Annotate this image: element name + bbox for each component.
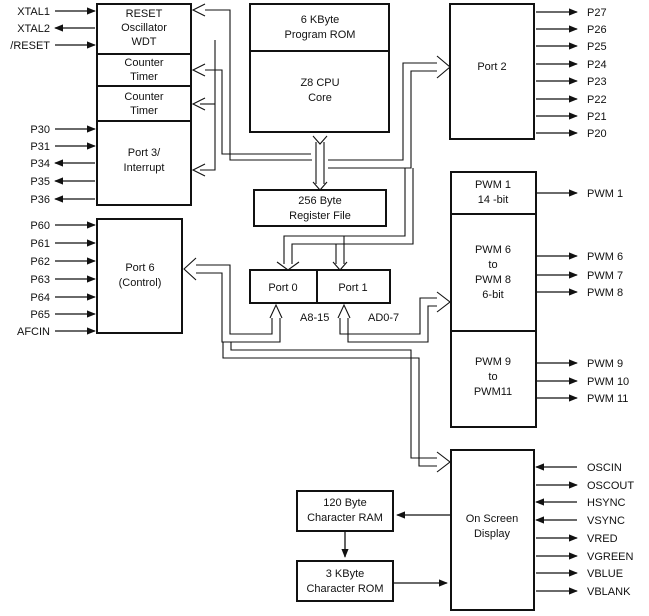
port6-label: Port 6 — [125, 262, 154, 274]
pin-label-port3-2: P34 — [30, 158, 50, 170]
pwm6-bits-label: 6-bit — [482, 289, 503, 301]
on-screen-display-block: On Screen Display — [450, 449, 535, 611]
pin-label-port2-0: P27 — [587, 7, 607, 19]
pin-label-port3-1: P31 — [30, 141, 50, 153]
pin-label-port2-2: P25 — [587, 41, 607, 53]
pin-label-osd-4: VRED — [587, 533, 618, 545]
pin-label-port3-0: P30 — [30, 124, 50, 136]
char-rom-size-label: 3 KByte — [326, 568, 365, 580]
pin-label-port6-5: P65 — [30, 309, 50, 321]
char-ram-size-label: 120 Byte — [323, 497, 366, 509]
pin-label-port2-5: P22 — [587, 94, 607, 106]
pin-label-port2-7: P20 — [587, 128, 607, 140]
program-rom-label-2: Program ROM — [285, 29, 356, 41]
ad0-7-bus-label: AD0-7 — [368, 312, 399, 324]
osd-label: On Screen — [466, 513, 519, 525]
pin-label-port3-4: P36 — [30, 194, 50, 206]
reset-oscillator-wdt-block: RESET Oscillator WDT — [96, 3, 192, 55]
interrupt-label: Interrupt — [124, 162, 165, 174]
control-label: (Control) — [119, 277, 162, 289]
pwm9-label: PWM 9 — [475, 356, 511, 368]
character-ram-block: 120 Byte Character RAM — [296, 490, 394, 532]
pin-label-osc-2: /RESET — [10, 40, 50, 52]
pin-label-pwm9-2: PWM 11 — [587, 393, 628, 405]
pin-label-port3-3: P35 — [30, 176, 50, 188]
register-file-size-label: 256 Byte — [298, 195, 341, 207]
a8-15-bus-label: A8-15 — [300, 312, 329, 324]
pin-label-osd-2: HSYNC — [587, 497, 626, 509]
pin-label-port6-4: P64 — [30, 292, 50, 304]
pin-label-port6-3: P63 — [30, 274, 50, 286]
pin-label-osd-0: OSCIN — [587, 462, 622, 474]
port3-label: Port 3/ — [128, 147, 161, 159]
counter-timer-1-block: Counter Timer — [96, 53, 192, 87]
register-file-block: 256 Byte Register File — [253, 189, 387, 227]
port3-interrupt-block: Port 3/ Interrupt — [96, 120, 192, 206]
port2-label: Port 2 — [477, 61, 506, 73]
port1-label: Port 1 — [338, 282, 367, 294]
pin-label-pwm9-1: PWM 10 — [587, 376, 629, 388]
pin-label-port2-3: P24 — [587, 59, 607, 71]
program-rom-block: 6 KByte Program ROM — [249, 3, 390, 52]
port0-label: Port 0 — [268, 282, 297, 294]
pin-label-osd-6: VBLUE — [587, 568, 623, 580]
counter-timer-1-label: Counter — [124, 57, 163, 69]
cpu-label: Z8 CPU — [300, 77, 339, 89]
pwm11-label: PWM11 — [474, 386, 512, 398]
rom-name-label: Program ROM — [285, 29, 356, 41]
pin-label-pwm6-0: PWM 6 — [587, 251, 623, 263]
char-ram-label: Character RAM — [307, 512, 383, 524]
pwm1-block: PWM 1 14 -bit — [450, 171, 537, 215]
pwm1-bits-label: 14 -bit — [478, 194, 509, 206]
core-label: Core — [308, 92, 332, 104]
rom-size-label: 6 KByte — [301, 14, 340, 26]
pwm9-to-label: to — [488, 371, 497, 383]
pin-label-port2-6: P21 — [587, 111, 607, 123]
port2-block: Port 2 — [449, 3, 535, 140]
program-rom-label-1: 6 KByte — [301, 14, 340, 26]
port1-block: Port 1 — [316, 269, 391, 304]
pwm9-11-block: PWM 9 to PWM11 — [450, 330, 537, 428]
port6-control-block: Port 6 (Control) — [96, 218, 183, 334]
char-rom-label: Character ROM — [306, 583, 383, 595]
pin-label-pwm6-2: PWM 8 — [587, 287, 623, 299]
pwm6-to-label: to — [488, 259, 497, 271]
pin-label-pwm6-1: PWM 7 — [587, 270, 623, 282]
pwm6-label: PWM 6 — [475, 244, 511, 256]
pwm1-label: PWM 1 — [475, 179, 511, 191]
pin-label-port6-6: AFCIN — [17, 326, 50, 338]
pwm6-8-block: PWM 6 to PWM 8 6-bit — [450, 213, 537, 332]
counter-timer-2-block: Counter Timer — [96, 85, 192, 122]
port0-block: Port 0 — [249, 269, 318, 304]
pin-label-port6-0: P60 — [30, 220, 50, 232]
pin-label-port6-2: P62 — [30, 256, 50, 268]
pin-label-osc-1: XTAL2 — [17, 23, 50, 35]
counter-timer-1-label-2: Timer — [130, 71, 158, 83]
internal-connections — [183, 3, 451, 587]
counter-timer-2-label-2: Timer — [130, 105, 158, 117]
register-file-label: Register File — [289, 210, 351, 222]
pin-label-pwm9-0: PWM 9 — [587, 358, 623, 370]
z8-cpu-core-block: Z8 CPU Core — [249, 50, 390, 133]
pin-label-osd-5: VGREEN — [587, 551, 634, 563]
oscillator-label: Oscillator — [121, 22, 167, 34]
character-rom-block: 3 KByte Character ROM — [296, 560, 394, 602]
pin-label-osd-1: OSCOUT — [587, 480, 634, 492]
display-label: Display — [474, 528, 511, 540]
pin-label-pwm1-0: PWM 1 — [587, 188, 623, 200]
pin-label-port6-1: P61 — [30, 238, 50, 250]
reset-label: RESET — [126, 8, 163, 20]
pin-label-port2-1: P26 — [587, 24, 607, 36]
counter-timer-2-label: Counter — [124, 91, 163, 103]
pin-label-port2-4: P23 — [587, 76, 607, 88]
wdt-label: WDT — [131, 36, 156, 48]
pin-label-osd-3: VSYNC — [587, 515, 625, 527]
pin-label-osc-0: XTAL1 — [17, 6, 50, 18]
pwm8-label: PWM 8 — [475, 274, 511, 286]
pin-label-osd-7: VBLANK — [587, 586, 631, 598]
